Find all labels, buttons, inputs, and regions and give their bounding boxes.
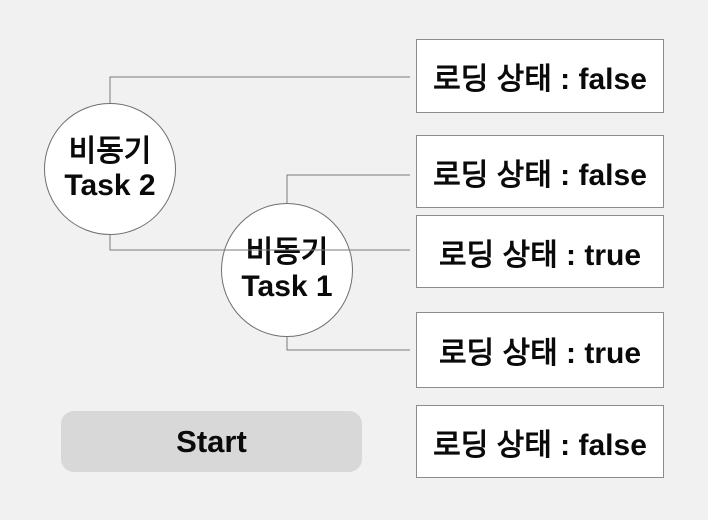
status-box-label: 로딩 상태 : false [433,63,647,96]
status-box: 로딩 상태 : false [416,39,664,113]
status-box-label: 로딩 상태 : false [433,158,647,192]
task-node-subtitle: Task 1 [241,270,333,303]
status-box: 로딩 상태 : true [416,312,664,388]
task-node-task1: 비동기 Task 1 [221,203,353,337]
task-node-title: 비동기 [245,236,329,269]
status-box: 로딩 상태 : false [416,135,664,208]
task-node-task2: 비동기 Task 2 [44,103,176,235]
status-box-label: 로딩 상태 : true [438,337,642,370]
task-node-subtitle: Task 2 [64,169,156,202]
connector-task1-to-box2 [286,174,410,203]
start-button[interactable]: Start [61,411,362,472]
task-node-title: 비동기 [68,135,152,168]
status-box-label: 로딩 상태 : false [433,428,647,462]
status-box: 로딩 상태 : false [416,405,664,478]
status-box: 로딩 상태 : true [416,215,664,288]
connector-task1-to-box4 [286,337,410,351]
connector-task2-to-box1 [109,76,410,103]
status-box-label: 로딩 상태 : true [438,238,642,272]
